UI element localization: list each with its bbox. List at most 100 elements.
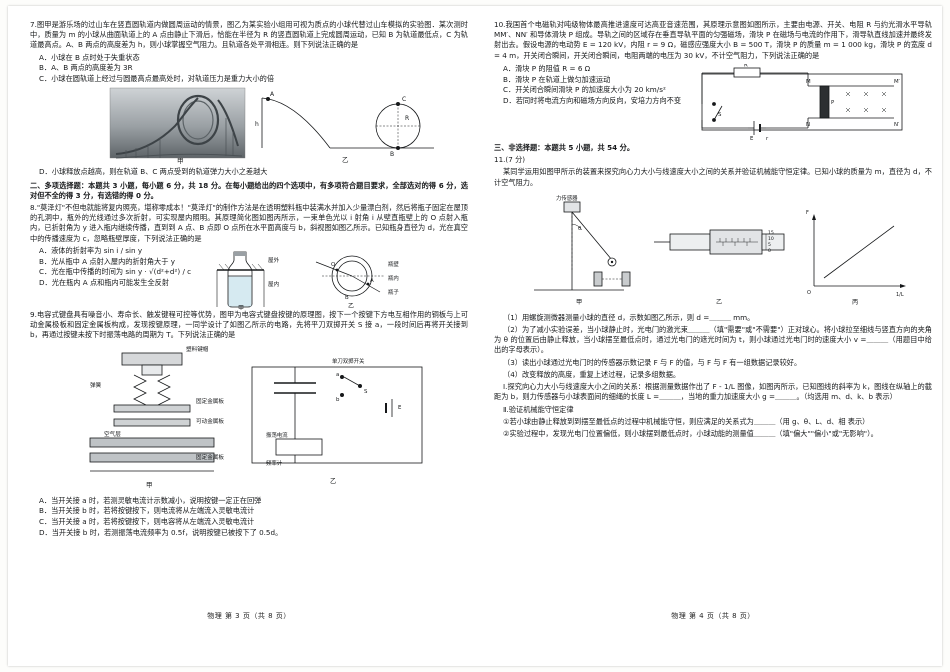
question-11-figure: 力传感器 θ 甲 [494, 190, 932, 310]
question-10-option-b: B．滑块 P 在轨道上做匀加速运动 [503, 74, 611, 84]
question-11-part-3: （3）读出小球通过光电门时的传感器示数记录 F 与 F 的值，与 F 与 F 有… [503, 357, 802, 367]
question-7-figure: 甲 A C B R h 乙 [30, 86, 468, 164]
question-8-option-a: A．液体的折射率为 sin i / sin y [39, 245, 143, 255]
svg-text:固定金属板: 固定金属板 [196, 397, 224, 405]
question-10-options-and-figure: A．滑块 P 的阻值 R = 6 Ω B．滑块 P 在轨道上做匀加速运动 C．开… [494, 64, 932, 140]
question-11-stem: 某同学运用如图甲所示的装置来探究向心力大小与线速度大小之间的关系并验证机械能守恒… [494, 167, 932, 187]
svg-text:N′: N′ [894, 122, 900, 128]
question-7-option-b: B．A、B 两点的高度差为 3R [39, 63, 133, 73]
svg-text:甲: 甲 [177, 157, 184, 164]
svg-text:弹簧: 弹簧 [90, 381, 102, 389]
svg-text:5: 5 [768, 242, 771, 248]
svg-text:O: O [807, 290, 811, 296]
left-page-column: 7.图甲是游乐场的过山车在竖直圆轨道内做圆周运动的情景，图乙为某实验小组用可视为… [30, 20, 468, 632]
svg-text:振荡电流: 振荡电流 [266, 431, 288, 439]
svg-text:0: 0 [768, 248, 771, 254]
svg-text:屋内: 屋内 [268, 280, 280, 288]
svg-text:b: b [336, 397, 340, 403]
question-11-header: 11.(7 分) [494, 155, 526, 165]
svg-text:瓶内: 瓶内 [388, 274, 399, 282]
svg-text:E: E [398, 405, 402, 411]
question-8-body: A．液体的折射率为 sin i / sin y B．光从瓶中 A 点射入屋内的折… [30, 246, 468, 310]
svg-text:甲: 甲 [146, 481, 152, 489]
svg-text:B: B [345, 295, 349, 301]
svg-text:O: O [331, 262, 335, 268]
question-10-stem: 10.我国首个电磁轨对吨级物体最高推进速度可达高亚音速范围，其原理示意图如图所示… [494, 20, 932, 60]
svg-text:S: S [364, 389, 368, 395]
svg-text:空气层: 空气层 [104, 430, 121, 438]
svg-text:M′: M′ [894, 79, 901, 85]
svg-text:A: A [270, 91, 275, 98]
svg-text:丙: 丙 [852, 299, 858, 306]
svg-text:P: P [831, 100, 835, 106]
question-10-body: 10.我国首个电磁轨对吨级物体最高推进速度可达高亚音速范围，其原理示意图如图所示… [494, 20, 932, 63]
question-9-stem: 9.电容式键盘具有噪音小、寿命长、触发键程可控等优势，图甲为电容式键盘按键的原理… [30, 309, 468, 340]
svg-text:1/L: 1/L [896, 292, 904, 298]
question-9-option-b: B．当开关接 b 时，若将按键按下，则电流将从左端流入灵敏电流计 [39, 506, 255, 516]
svg-text:C: C [402, 96, 406, 103]
svg-text:固定金属板: 固定金属板 [196, 453, 224, 461]
q11-figure-svg: 力传感器 θ 甲 [534, 194, 906, 306]
question-8-stem: 8."莫泽灯"不但电就能将复内照亮，堪称零成本！"莫泽灯"的制作方法是在透明塑料… [30, 202, 468, 243]
question-10-option-a: A．滑块 P 的阻值 R = 6 Ω [503, 63, 591, 73]
q9-figure-svg: 塑料键帽 弹簧 固定金属板 可动金属板 空气层 固定金属板 甲 [89, 345, 423, 489]
question-7-option-d: D．小球释放点越高，则在轨道 B、C 两点受到的轨道弹力大小之差越大 [39, 167, 268, 177]
svg-text:M: M [806, 79, 811, 85]
section-3-title: 三、非选择题：本题共 5 小题，共 54 分。 [494, 142, 635, 152]
svg-text:乙: 乙 [348, 303, 354, 310]
question-8-option-b: B．光从瓶中 A 点射入屋内的折射角大于 y [39, 256, 175, 266]
question-7-option-a: A．小球在 B 点时处于失重状态 [39, 52, 140, 62]
question-10-option-c: C．开关闭合瞬间滑块 P 的加速度大小为 20 km/s² [503, 85, 666, 95]
question-11-part-2: （2）为了减小实验误差，当小球静止时，光电门的激光束＿＿＿（填"需要"或"不需要… [494, 324, 932, 355]
svg-text:可动金属板: 可动金属板 [196, 417, 224, 425]
question-11-sub-2-item-1: ①若小球由静止释放到到摆至最低点的过程中机械能守恒，则应满足的关系式为＿＿＿（用… [503, 416, 870, 426]
svg-text:塑料键帽: 塑料键帽 [186, 345, 209, 353]
svg-text:S: S [718, 112, 722, 118]
section-2-title: 二、多项选择题：本题共 3 小题，每小题 6 分，共 18 分。在每小题给出的四… [30, 180, 468, 200]
svg-text:E: E [750, 136, 754, 140]
svg-text:R: R [744, 64, 748, 69]
svg-text:θ: θ [578, 226, 581, 232]
question-7-stem: 7.图甲是游乐场的过山车在竖直圆轨道内做圆周运动的情景，图乙为某实验小组用可视为… [30, 20, 468, 50]
paper-sheet: 7.图甲是游乐场的过山车在竖直圆轨道内做圆周运动的情景，图乙为某实验小组用可视为… [8, 6, 942, 666]
q8-figure-svg: 屋外 屋内 甲 O A [216, 251, 399, 310]
right-page-column: 10.我国首个电磁轨对吨级物体最高推进速度可达高亚音速范围，其原理示意图如图所示… [494, 20, 932, 632]
question-11-sub-1: Ⅰ.探究向心力大小与线速度大小之间的关系：根据测量数据作出了 F - 1/L 图… [494, 382, 932, 402]
left-page-footer: 物理 第 3 页（共 8 页） [207, 612, 291, 621]
svg-text:单刀双掷开关: 单刀双掷开关 [332, 357, 365, 365]
q10-figure-svg: R M M′ N N′ P S E r [701, 64, 903, 140]
question-10-option-d: D．若同时将电流方向和磁场方向反向，安培力方向不变 [503, 96, 682, 106]
question-9-option-d: D．当开关接 b 时，若测振荡电流频率为 0.5f，说明按键已被按下了 0.5d… [39, 527, 283, 537]
question-11-part-1: （1）用螺旋测微器测量小球的直径 d，示数如图乙所示，则 d =＿＿＿ mm。 [503, 312, 755, 322]
question-9-figure: 塑料键帽 弹簧 固定金属板 可动金属板 空气层 固定金属板 甲 [30, 343, 468, 493]
svg-text:B: B [390, 151, 394, 158]
svg-text:r: r [766, 136, 769, 140]
svg-text:甲: 甲 [238, 305, 244, 310]
svg-text:h: h [255, 121, 259, 128]
svg-text:力传感器: 力传感器 [556, 194, 578, 202]
question-8-option-d: D．光在瓶内 A 点和瓶内可能发生全反射 [39, 278, 170, 287]
question-8-option-c: C．光在瓶中传播的时间为 sin y · √(d²+d²) / c [39, 267, 192, 277]
right-page-footer: 物理 第 4 页（共 8 页） [671, 612, 755, 621]
column-divider [477, 22, 478, 628]
svg-text:屋外: 屋外 [268, 256, 280, 264]
question-11-sub-2: Ⅱ.验证机械能守恒定律 [503, 404, 574, 414]
question-7-option-c: C．小球在圆轨道上经过与圆最高点最高处时，对轨道压力是重力大小的倍 [39, 74, 275, 84]
svg-text:10: 10 [768, 236, 774, 242]
svg-text:瓶子: 瓶子 [388, 288, 399, 296]
svg-text:频率计: 频率计 [266, 459, 283, 467]
question-9-option-a: A．当开关接 a 时，若测灵敏电流计示数减小，说明按键一定正在回弹 [39, 495, 262, 505]
svg-text:R: R [405, 115, 409, 122]
question-11-part-4: （4）改变释放的高度，重复上述过程，记录多组数据。 [503, 369, 681, 379]
svg-text:F: F [806, 210, 809, 216]
svg-text:乙: 乙 [716, 299, 722, 306]
svg-text:A: A [370, 278, 374, 284]
svg-text:N: N [806, 122, 810, 128]
question-11-sub-2-item-2: ②实验过程中，发现光电门位置偏低，则小球摆到最低点时，小球动能的测量值＿＿＿（填… [503, 428, 878, 438]
svg-text:15: 15 [768, 230, 774, 236]
question-9-option-c: C．当开关接 a 时，若将按键按下，则电容将从左端流入灵敏电流计 [39, 516, 255, 526]
svg-text:乙: 乙 [330, 477, 336, 485]
q7-figure-svg: 甲 A C B R h 乙 [109, 88, 434, 164]
svg-text:乙: 乙 [342, 156, 349, 164]
